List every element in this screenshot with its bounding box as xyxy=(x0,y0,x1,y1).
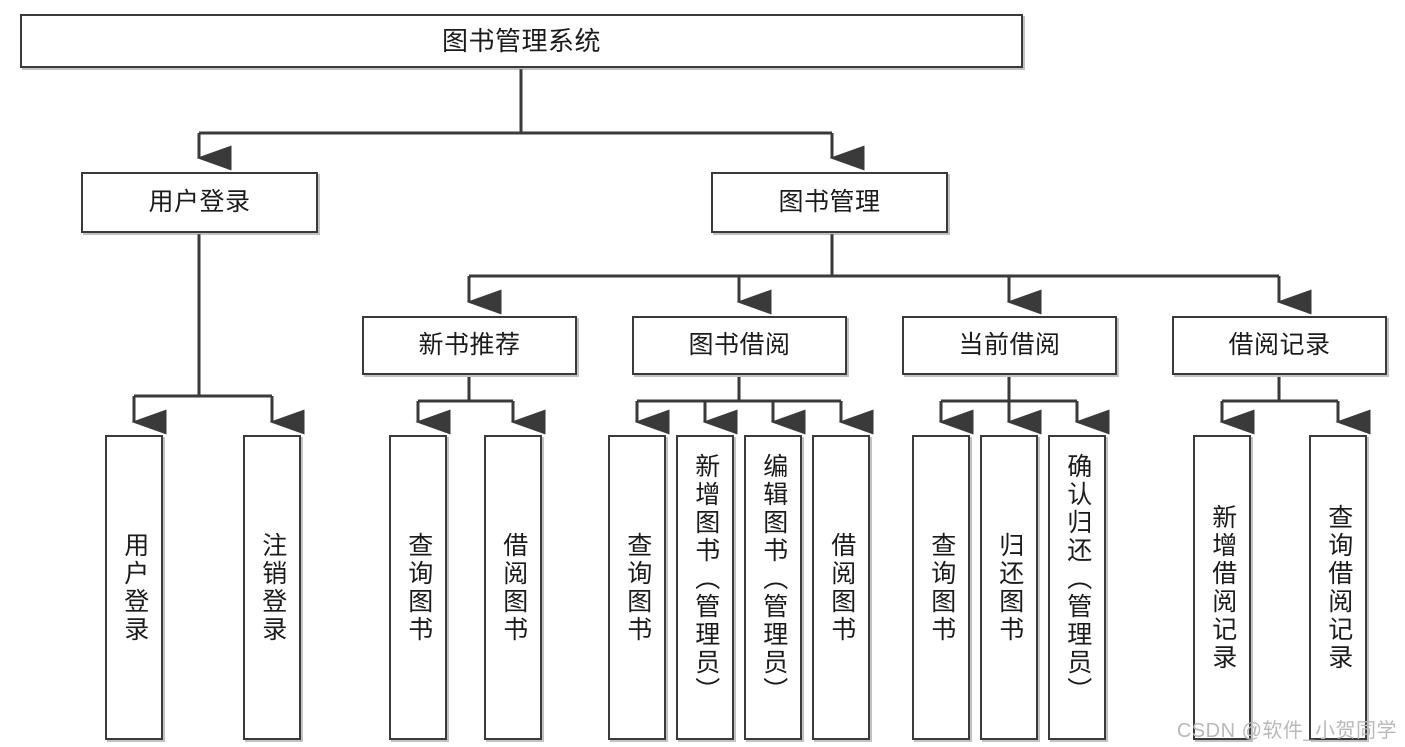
node-label: 查询借阅记录 xyxy=(1324,503,1353,672)
node-label: 借阅图书 xyxy=(827,531,856,644)
node-label: 查询图书 xyxy=(623,531,652,644)
node-leaf-edit-book[interactable]: 编辑图书（管理员） xyxy=(744,435,802,740)
node-label: 图书借阅 xyxy=(688,331,791,359)
node-leaf-return-book[interactable]: 归还图书 xyxy=(980,435,1038,740)
node-book-borrow[interactable]: 图书借阅 xyxy=(632,316,847,375)
node-current-borrow[interactable]: 当前借阅 xyxy=(902,316,1117,375)
node-leaf-add-book[interactable]: 新增图书（管理员） xyxy=(676,435,734,740)
node-leaf-add-borrow-record[interactable]: 新增借阅记录 xyxy=(1193,435,1251,740)
node-label: 新增图书（管理员） xyxy=(691,453,720,705)
node-borrow-record[interactable]: 借阅记录 xyxy=(1172,316,1387,375)
node-leaf-query-book-3[interactable]: 查询图书 xyxy=(912,435,970,740)
node-leaf-borrow-book-2[interactable]: 借阅图书 xyxy=(812,435,870,740)
node-new-book-recommend[interactable]: 新书推荐 xyxy=(362,316,577,375)
node-leaf-user-login[interactable]: 用户登录 xyxy=(105,435,163,740)
node-label: 新增借阅记录 xyxy=(1208,503,1237,672)
node-label: 查询图书 xyxy=(927,531,956,644)
node-book-management[interactable]: 图书管理 xyxy=(711,172,948,233)
node-label: 注销登录 xyxy=(258,531,287,644)
node-label: 图书管理 xyxy=(778,188,881,216)
node-label: 当前借阅 xyxy=(958,331,1061,359)
node-leaf-query-book-2[interactable]: 查询图书 xyxy=(608,435,666,740)
node-leaf-confirm-return[interactable]: 确认归还（管理员） xyxy=(1048,435,1106,740)
node-label: 图书管理系统 xyxy=(441,26,601,56)
node-label: 确认归还（管理员） xyxy=(1063,453,1092,705)
node-label: 新书推荐 xyxy=(418,331,521,359)
node-root-book-management-system[interactable]: 图书管理系统 xyxy=(20,14,1023,68)
node-label: 用户登录 xyxy=(120,531,149,644)
watermark: CSDN @软件_小贺同学 xyxy=(1176,720,1397,742)
node-leaf-query-borrow-record[interactable]: 查询借阅记录 xyxy=(1309,435,1367,740)
node-label: 借阅记录 xyxy=(1228,331,1331,359)
node-label: 用户登录 xyxy=(148,188,251,216)
node-leaf-query-book-1[interactable]: 查询图书 xyxy=(389,435,447,740)
node-label: 归还图书 xyxy=(995,531,1024,644)
node-user-login[interactable]: 用户登录 xyxy=(81,172,318,233)
node-label: 编辑图书（管理员） xyxy=(759,453,788,705)
node-leaf-logout-login[interactable]: 注销登录 xyxy=(243,435,301,740)
node-label: 借阅图书 xyxy=(499,531,528,644)
node-leaf-borrow-book-1[interactable]: 借阅图书 xyxy=(484,435,542,740)
node-label: 查询图书 xyxy=(404,531,433,644)
